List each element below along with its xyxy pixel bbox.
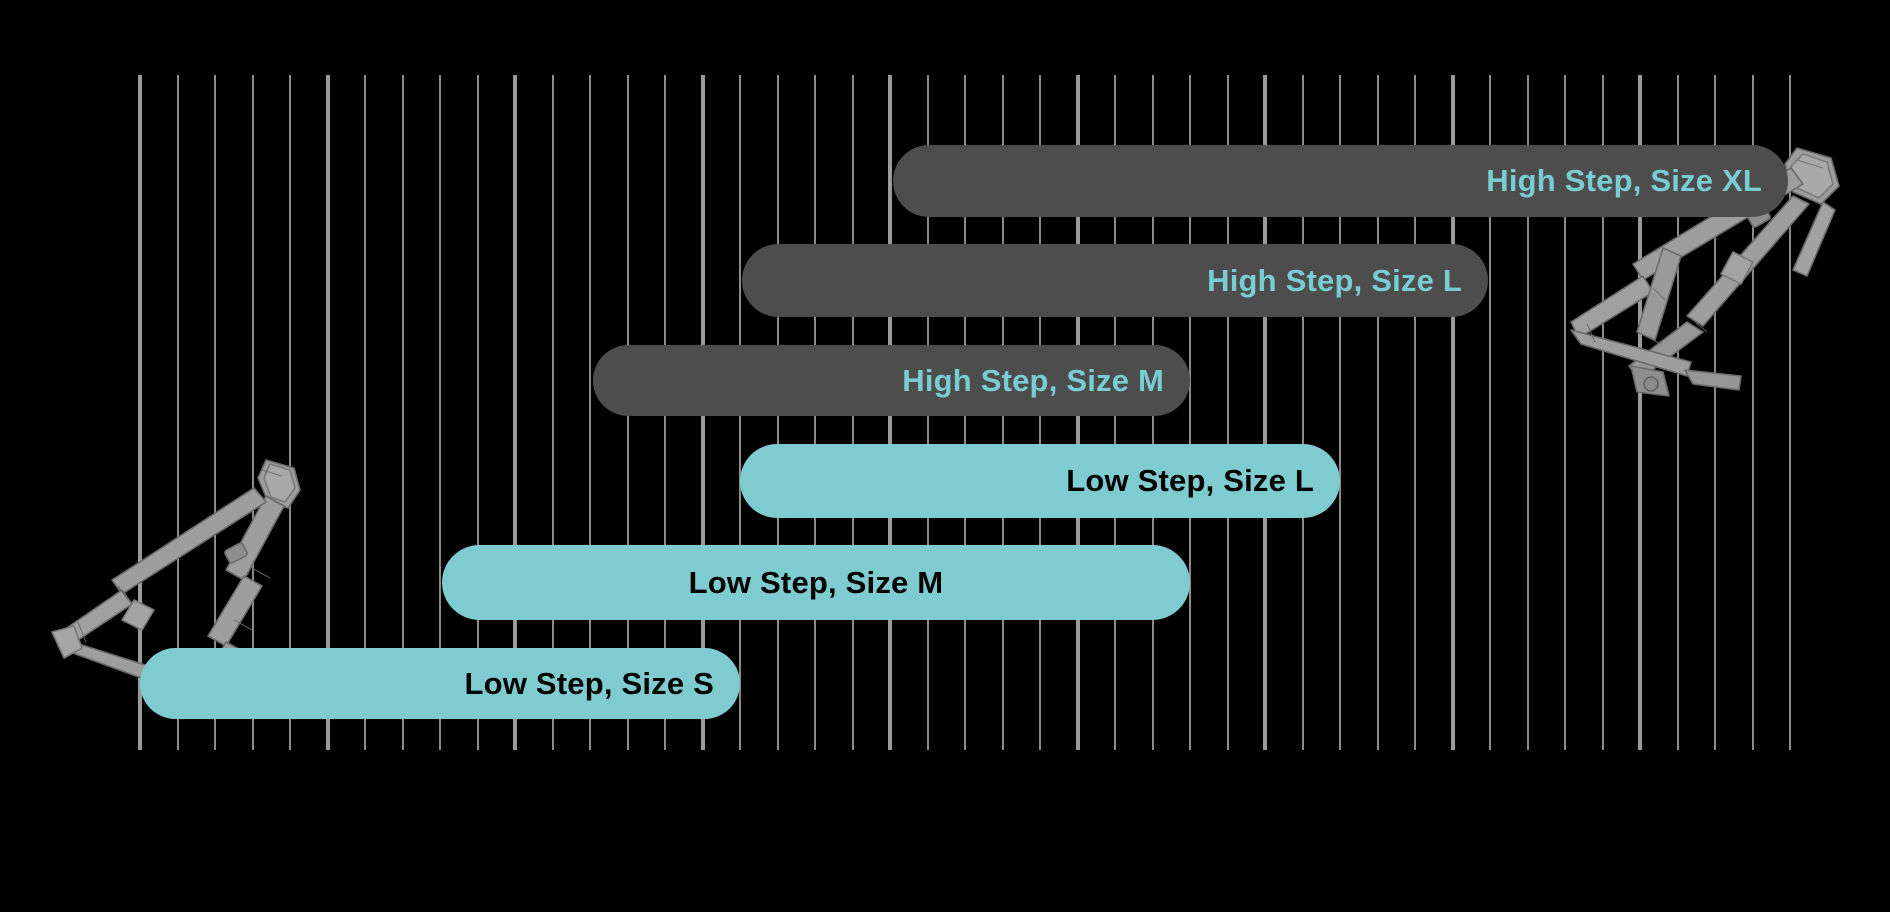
gridline <box>1301 75 1304 750</box>
gridline <box>1414 75 1416 750</box>
gridline <box>1564 75 1566 750</box>
gridline <box>513 75 517 750</box>
gridline <box>1751 75 1754 750</box>
gridline <box>289 75 291 750</box>
gridline <box>1489 75 1491 750</box>
gridline <box>476 75 479 750</box>
gridline <box>138 75 142 750</box>
gridline <box>1638 75 1642 750</box>
gridline <box>214 75 216 750</box>
gridline <box>401 75 404 750</box>
range-bar[interactable]: High Step, Size L <box>742 244 1488 317</box>
range-bar-label: Low Step, Size M <box>688 564 944 600</box>
gridline <box>589 75 591 750</box>
range-bar[interactable]: High Step, Size XL <box>893 145 1788 217</box>
gridline <box>1226 75 1229 750</box>
gridline <box>251 75 254 750</box>
gridline <box>1714 75 1716 750</box>
gridline <box>1526 75 1529 750</box>
gridline <box>1676 75 1679 750</box>
range-bar[interactable]: High Step, Size M <box>593 345 1190 416</box>
range-bar[interactable]: Low Step, Size M <box>442 545 1190 620</box>
gridline <box>1339 75 1341 750</box>
gridline <box>364 75 366 750</box>
range-bar[interactable]: Low Step, Size S <box>140 648 740 719</box>
gridline <box>1263 75 1267 750</box>
gridline <box>1601 75 1604 750</box>
gridline <box>176 75 179 750</box>
gridline <box>1189 75 1191 750</box>
gridline <box>439 75 441 750</box>
gridline <box>1376 75 1379 750</box>
range-bar-label: Low Step, Size S <box>464 665 714 701</box>
range-bar-label: High Step, Size L <box>1207 262 1462 298</box>
gridline <box>325 75 330 750</box>
range-bar[interactable]: Low Step, Size L <box>740 444 1340 518</box>
range-bar-label: Low Step, Size L <box>1066 463 1314 498</box>
range-bar-label: High Step, Size M <box>902 362 1164 398</box>
gridline <box>1789 75 1791 750</box>
range-bar-label: High Step, Size XL <box>1486 163 1762 198</box>
gridline <box>1450 75 1455 750</box>
gridline <box>551 75 554 750</box>
